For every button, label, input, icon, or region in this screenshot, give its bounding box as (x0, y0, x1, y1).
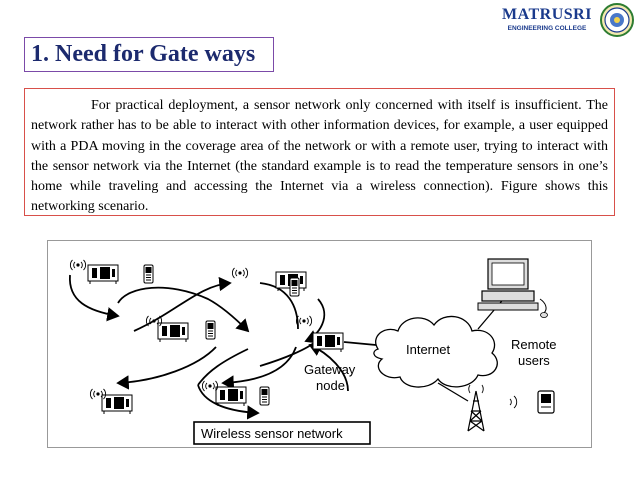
antenna-icon (69, 259, 87, 271)
paragraph-box: For practical deployment, a sensor netwo… (24, 88, 615, 216)
network-label: Wireless sensor network (201, 426, 343, 441)
internet-link-tower (437, 382, 469, 402)
gateway-label-line2: node (316, 378, 345, 393)
sensor-node-icon (157, 322, 189, 343)
antenna-icon (231, 267, 249, 279)
antenna-icon (201, 380, 219, 392)
radio-tower-icon (467, 384, 485, 432)
network-figure: Gateway node Internet Remote users Wirel… (47, 240, 592, 448)
remote-pda-icon (537, 390, 555, 414)
college-name: MATRUSRI (502, 6, 592, 23)
gateway-link (343, 341, 377, 346)
remote-users-line1: Remote (511, 337, 557, 352)
slide-title: 1. Need for Gate ways (31, 41, 256, 67)
remote-users-line2: users (518, 353, 550, 368)
slide-title-box: 1. Need for Gate ways (24, 37, 274, 72)
network-diagram: Gateway node Internet Remote users Wirel… (69, 258, 557, 445)
pda-icon (143, 264, 154, 284)
internet-cloud (373, 315, 498, 388)
pda-icon (289, 277, 300, 297)
sensor-node-icon (312, 332, 344, 353)
desktop-computer-icon (477, 258, 548, 318)
network-label-box (193, 421, 371, 445)
pda-icon (259, 386, 270, 406)
pda-icon (205, 320, 216, 340)
sensor-node-icon (215, 386, 247, 407)
college-logo-text: MATRUSRI ENGINEERING COLLEGE (494, 6, 600, 33)
college-emblem-icon (600, 3, 634, 37)
internet-label: Internet (406, 342, 450, 357)
wireless-signal-icon (509, 395, 518, 409)
sensor-links (69, 274, 349, 420)
sensor-node-icon (101, 394, 133, 415)
college-subtitle: ENGINEERING COLLEGE (507, 25, 587, 32)
paragraph-text: For practical deployment, a sensor netwo… (31, 98, 608, 215)
gateway-label-line1: Gateway (304, 362, 356, 377)
sensor-node-icon (87, 264, 119, 285)
